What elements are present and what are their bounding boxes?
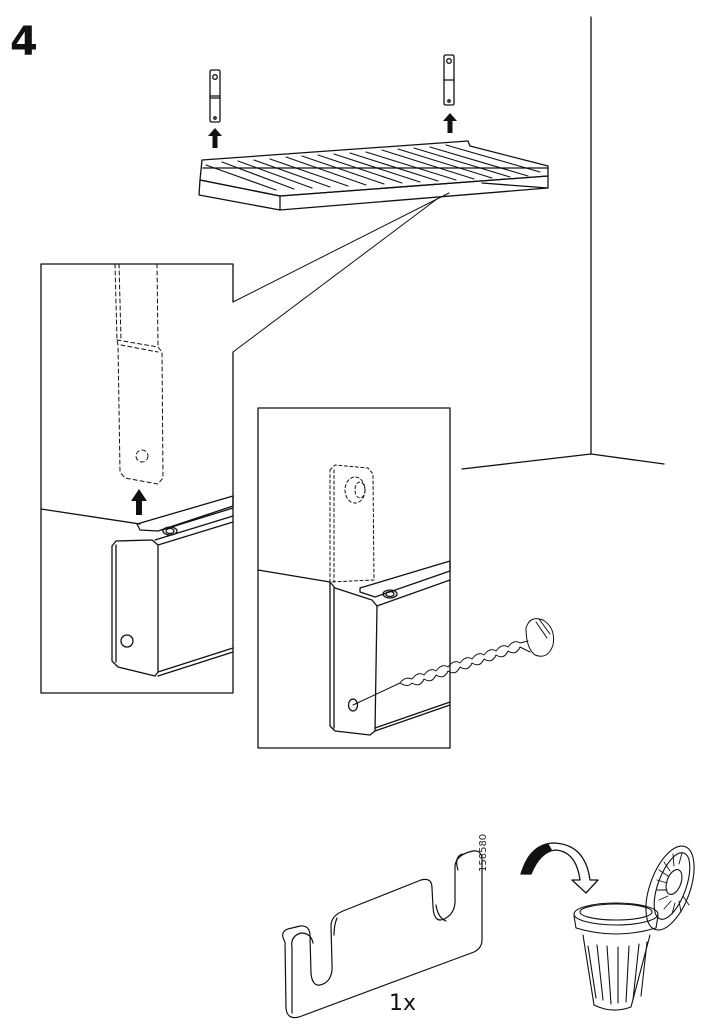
part-number: 158580 — [478, 833, 489, 872]
wall-bracket-left — [209, 69, 221, 123]
detail-box-right — [257, 407, 554, 749]
spacer-part — [282, 850, 483, 1019]
detail-box-left — [40, 263, 234, 694]
screw-icon — [352, 618, 554, 706]
quantity-label: 1x — [389, 991, 417, 1016]
callout-lines — [232, 192, 450, 353]
trash-bin-icon — [573, 845, 695, 1011]
discard-arrow-icon — [520, 842, 599, 894]
shelf-rack — [198, 140, 549, 211]
room-corner — [461, 16, 665, 470]
wall-bracket-right — [443, 54, 455, 106]
up-arrow-icon — [131, 489, 147, 515]
step-number: 4 — [10, 19, 38, 65]
up-arrow-icon — [208, 113, 457, 148]
